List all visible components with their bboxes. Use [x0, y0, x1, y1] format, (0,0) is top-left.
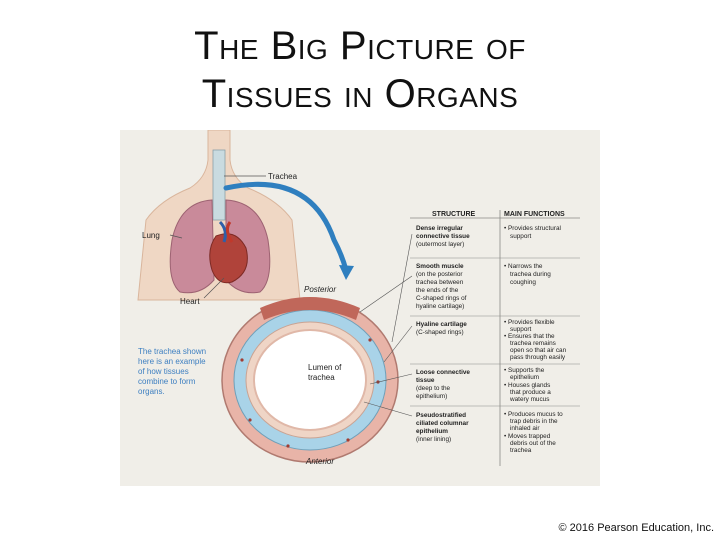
caption-line: of how tissues [138, 367, 189, 376]
caption-line: The trachea shown [138, 347, 206, 356]
trachea-tissue-figure: Trachea Lung Heart Posterior Anterior Lu… [120, 129, 600, 486]
heart-shape [209, 233, 248, 284]
row-function-line: epithelium [510, 374, 539, 381]
row-function-line: that produce a [510, 389, 551, 396]
label-trachea: Trachea [268, 172, 298, 181]
table-row: Smooth muscle (on the posterior trachea … [416, 263, 551, 310]
table-header-structure: STRUCTURE [432, 211, 475, 218]
trachea-arrow-icon [223, 181, 349, 273]
row-function-line: • Provides flexible [504, 319, 555, 326]
row-function-line: • Houses glands [504, 382, 550, 389]
row-structure-line: trachea between [416, 279, 464, 286]
left-lung-shape [169, 199, 215, 294]
row-structure-line: (C-shaped rings) [416, 329, 464, 336]
caption-line: organs. [138, 387, 165, 396]
trachea-shape [212, 149, 226, 221]
row-structure-line: (deep to the [416, 385, 451, 392]
row-function-line: • Produces mucus to [504, 411, 563, 418]
label-lumen-line1: Lumen of [308, 363, 342, 372]
row-structure-line: the ends of the [416, 287, 459, 294]
row-structure-line: Smooth muscle [416, 263, 464, 270]
row-structure-line: C-shaped rings of [416, 295, 467, 302]
title-line-2: Tissues in Organs [201, 72, 519, 116]
row-function-line: pass through easily [510, 354, 566, 361]
label-posterior: Posterior [304, 285, 336, 294]
row-function-line: trachea remains [510, 340, 556, 347]
structure-function-table [359, 210, 580, 466]
figure-illustration: Trachea Lung Heart Posterior Anterior Lu… [120, 129, 600, 486]
row-function-line: trachea during [510, 271, 551, 278]
row-structure-line: Pseudostratified [416, 412, 466, 419]
caption-line: combine to form [138, 377, 196, 386]
row-function-line: trap debris in the [510, 418, 558, 425]
row-structure-line: hyaline cartilage) [416, 303, 464, 310]
caption-line: here is an example [138, 357, 206, 366]
row-structure-line: tissue [416, 377, 435, 384]
torso-illustration [137, 129, 301, 301]
row-structure-line: Dense irregular [416, 225, 463, 232]
row-function-line: support [510, 326, 532, 333]
table-header-functions: MAIN FUNCTIONS [504, 211, 565, 218]
label-heart: Heart [180, 297, 200, 306]
row-structure-line: ciliated columnar [416, 420, 469, 427]
table-row: Hyaline cartilage (C-shaped rings) • Pro… [416, 319, 567, 361]
row-structure-line: connective tissue [416, 233, 470, 240]
row-structure-line: (inner lining) [416, 436, 451, 443]
row-function-line: debris out of the [510, 440, 556, 447]
label-lung: Lung [142, 231, 160, 240]
row-function-line: • Moves trapped [504, 433, 551, 440]
row-function-line: • Ensures that the [504, 333, 555, 340]
row-structure-line: Hyaline cartilage [416, 321, 467, 328]
row-structure-line: Loose connective [416, 369, 470, 376]
row-function-line: • Provides structural [504, 225, 561, 232]
row-function-line: inhaled air [510, 425, 540, 432]
label-lumen-line2: trachea [308, 373, 335, 382]
slide-title: The Big Picture of Tissues in Organs [0, 22, 720, 118]
row-structure-line: (on the posterior [416, 271, 463, 278]
row-function-line: open so that air can [510, 347, 567, 354]
row-function-line: coughing [510, 279, 536, 286]
row-function-line: • Narrows the [504, 263, 543, 270]
row-structure-line: (outermost layer) [416, 241, 464, 248]
table-row: Loose connective tissue (deep to the epi… [416, 367, 551, 403]
trachea-cross-section [221, 297, 399, 463]
copyright-notice: © 2016 Pearson Education, Inc. [558, 522, 714, 534]
row-function-line: • Supports the [504, 367, 545, 374]
label-anterior: Anterior [305, 457, 334, 466]
row-structure-line: epithelium [416, 428, 448, 435]
title-line-1: The Big Picture of [194, 24, 526, 68]
table-row: Dense irregular connective tissue (outer… [416, 225, 561, 248]
row-function-line: watery mucus [509, 396, 549, 403]
table-row: Pseudostratified ciliated columnar epith… [416, 411, 563, 454]
row-function-line: support [510, 233, 532, 240]
row-structure-line: epithelium) [416, 393, 447, 400]
row-function-line: trachea [510, 447, 532, 454]
figure-caption: The trachea shown here is an example of … [138, 347, 206, 396]
